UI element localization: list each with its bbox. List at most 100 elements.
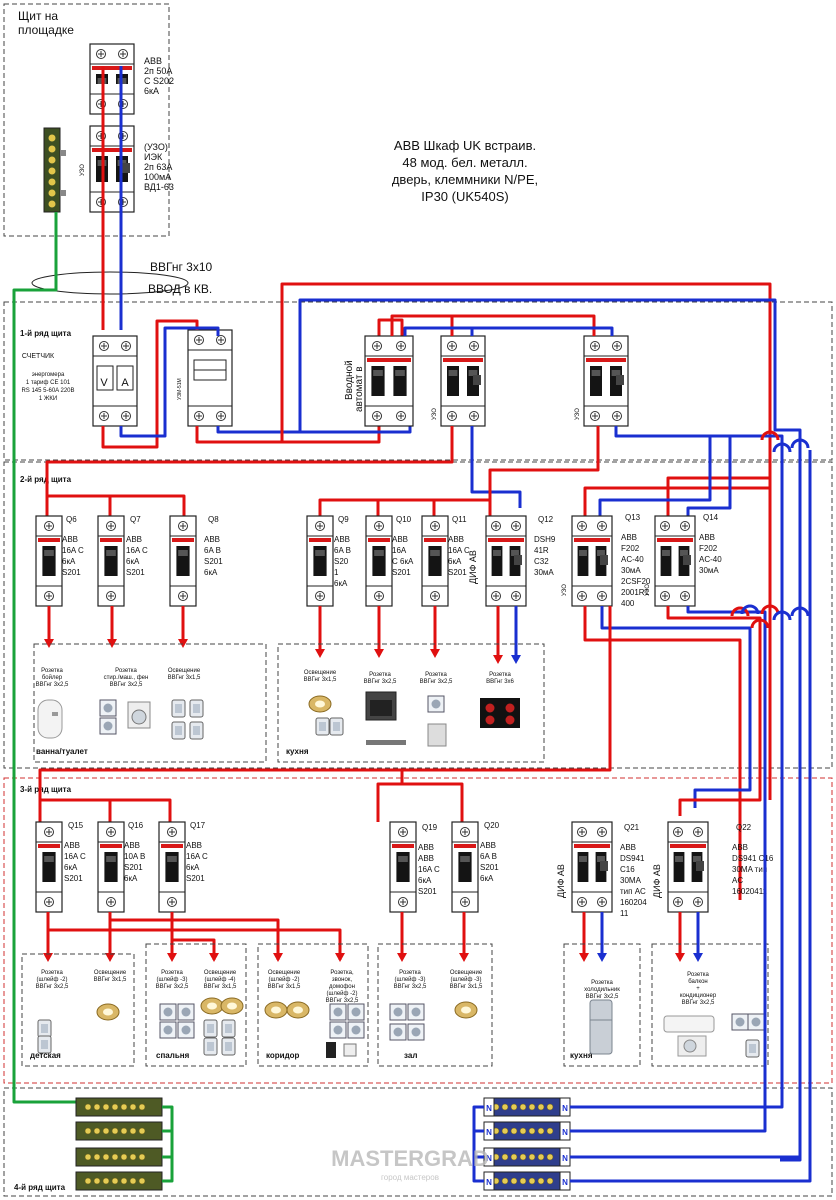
terminal-screws	[96, 49, 128, 59]
arrow-head	[167, 953, 177, 962]
neutral-terminal-bar	[483, 1097, 571, 1117]
terminal-screws	[398, 897, 408, 907]
neutral-wire	[598, 436, 712, 516]
lever-grip	[468, 370, 478, 376]
terminal-screw-icon	[120, 1127, 128, 1135]
dif-label: ДИФ АВ	[652, 864, 662, 898]
load-label: (шлейф -2)	[327, 990, 358, 997]
device-spec: 16A C	[126, 546, 148, 555]
load-label: кондиционер	[680, 993, 717, 999]
socket-icon	[177, 1003, 195, 1021]
neutral-wire	[600, 606, 752, 808]
terminal-screws	[178, 521, 188, 531]
device-id: Q13	[625, 513, 641, 522]
load-label: ВВГнг 3х1,5	[204, 984, 237, 990]
dif-label: ДИФ АВ	[468, 550, 478, 584]
device-spec: DS941	[620, 854, 645, 863]
spot-lens	[293, 1006, 303, 1014]
socket-icon	[159, 1021, 177, 1039]
load-label: (шлейф -3)	[451, 976, 482, 983]
brand-stripe	[368, 538, 390, 542]
load-label: стир./маш., фен	[104, 675, 149, 681]
terminal-screws	[491, 591, 521, 601]
lever-grip	[373, 370, 383, 376]
brand-stripe	[392, 844, 414, 848]
meter-label: СЧЕТЧИК	[22, 353, 55, 360]
cabinet-spec: IP30 (UK540S)	[421, 189, 508, 204]
device-id: Q21	[624, 823, 640, 832]
terminal-screw-icon	[546, 1177, 554, 1185]
terminal-screw-icon	[528, 1127, 536, 1135]
terminal-screws	[167, 897, 177, 907]
landing-title: Щит на	[18, 9, 58, 23]
socket-face	[351, 1025, 361, 1035]
brand-stripe	[443, 358, 483, 362]
landing-breaker-spec: 6кА	[144, 86, 159, 96]
load-label: ВВГнг 3х2,5	[364, 679, 397, 685]
arrow-head	[105, 953, 115, 962]
arrow-head	[397, 953, 407, 962]
lever-grip	[693, 856, 701, 862]
pe-terminal-bar	[75, 1171, 163, 1191]
wire-crossing	[750, 618, 770, 629]
burner	[505, 715, 515, 725]
oven-icon	[365, 691, 406, 745]
fridge-body	[589, 999, 613, 1055]
socket-face	[163, 1025, 173, 1035]
hood-icon	[366, 740, 406, 745]
spotlight-icon	[96, 1003, 120, 1021]
row4-label: 4-й ряд щита	[14, 1183, 66, 1192]
terminal-screw-icon	[84, 1177, 92, 1185]
socket-icon	[347, 1003, 365, 1021]
room-kitchen2-box	[563, 943, 641, 1067]
uzo-tag: УЗО	[575, 408, 581, 420]
terminal-letter: N	[562, 1154, 568, 1163]
switch-key	[207, 1042, 214, 1051]
room-bath-box	[33, 643, 267, 763]
spot-lens	[271, 1006, 281, 1014]
rcd-q5	[583, 335, 629, 427]
device-spec: S201	[126, 568, 145, 577]
device-spec: AC	[732, 876, 743, 885]
terminal-screws	[577, 897, 607, 907]
cable-label: ВВГнг 3х10	[150, 260, 213, 274]
lever-grip	[167, 856, 177, 862]
terminal-letter: N	[486, 1128, 492, 1137]
switch-key	[225, 1024, 232, 1033]
load-label: ВВГнг 3х1,5	[94, 977, 127, 983]
terminal-screws	[460, 827, 470, 837]
device-spec: 30MA	[620, 876, 642, 885]
dif-label: ДИФ АВ	[556, 864, 566, 898]
wire-crossing	[790, 606, 810, 617]
room-name: детская	[30, 1051, 61, 1060]
phase-wire	[40, 798, 172, 822]
socket-icon	[389, 1003, 407, 1021]
device-spec: ABB	[62, 535, 78, 544]
landing-rcd-spec: ВД1-63	[144, 182, 174, 192]
device-spec: 16A C	[64, 852, 86, 861]
neutral-terminal-bar	[483, 1147, 571, 1167]
switch-key	[207, 1024, 214, 1033]
device-id: Q22	[736, 823, 752, 832]
terminal-screws	[106, 591, 116, 601]
breaker-q3	[364, 335, 414, 427]
meter-v: V	[100, 377, 108, 389]
landing-pe-bar	[43, 127, 66, 213]
neutral-wire	[470, 426, 522, 508]
brand-stripe	[367, 358, 411, 362]
wire-crossing	[730, 606, 750, 617]
terminal-screw-icon	[102, 1103, 110, 1111]
room-kids-box	[21, 953, 135, 1067]
terminal-screws	[99, 341, 131, 351]
load-label: ВВГнг 3х1,5	[450, 984, 483, 990]
switch-icon	[221, 1037, 236, 1056]
burner	[505, 703, 515, 713]
socket-icon	[731, 1013, 749, 1031]
neutral-wire	[570, 450, 812, 1183]
load-label: Розетка	[41, 970, 63, 976]
terminal-screw-icon	[537, 1177, 545, 1185]
device-id: Q20	[484, 821, 500, 830]
terminal-screws	[44, 521, 54, 531]
neutral-wire	[472, 1105, 484, 1183]
device-spec: 16020411	[732, 887, 768, 896]
